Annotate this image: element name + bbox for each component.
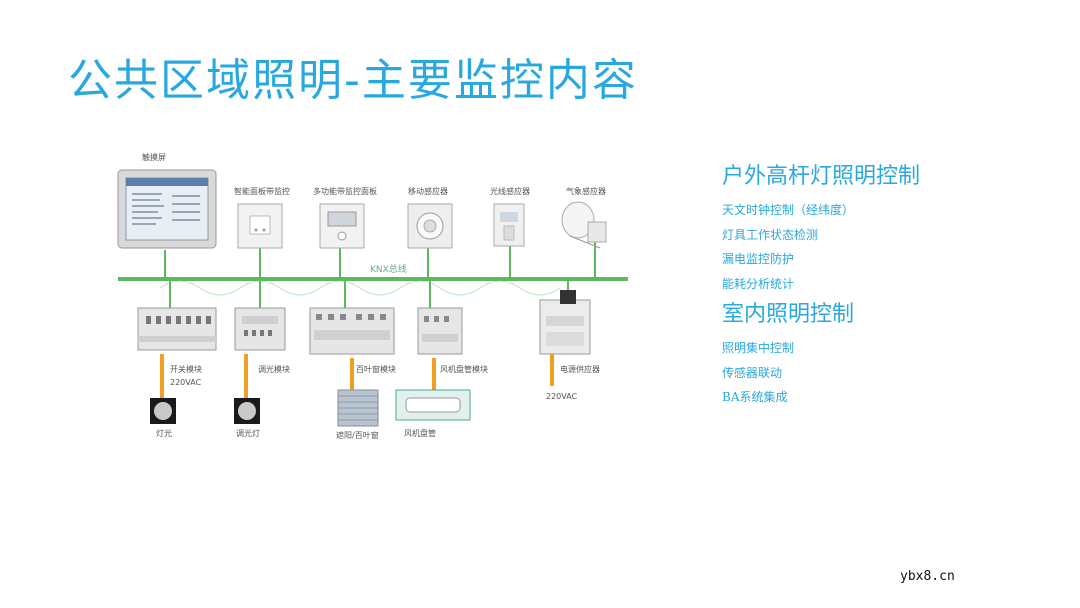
knx-bus-label: KNX总线: [370, 265, 407, 275]
multi-panel-device: [319, 203, 365, 249]
lamp-2: [234, 398, 260, 424]
page-title: 公共区域照明-主要监控内容: [68, 55, 638, 106]
diagram-graphics: [117, 169, 628, 427]
lamp-1: [150, 398, 176, 424]
weather-sensor-label: 气象感应器: [566, 187, 606, 196]
lamp-2-label: 调光灯: [236, 429, 260, 438]
power-cables: [160, 354, 554, 398]
fancoil-module-label: 风机盘管模块: [440, 365, 488, 374]
touchscreen-label: 触摸屏: [142, 153, 166, 162]
power-supply-device: [539, 290, 591, 355]
dimmer-module-label: 调光模块: [258, 365, 290, 374]
fancoil-load-label: 风机盘管: [404, 429, 436, 438]
touchscreen-device: [117, 169, 217, 249]
monitoring-content-list: 户外高杆灯照明控制 天文时钟控制（经纬度） 灯具工作状态检测 漏电监控防护 能耗…: [722, 162, 1052, 410]
power-supply-voltage-label: 220VAC: [546, 392, 578, 401]
switch-voltage-label: 220VAC: [170, 378, 202, 387]
light-sensor-label: 光线感应器: [490, 187, 530, 196]
power-supply-label: 电源供应器: [560, 365, 600, 374]
fancoil-module-device: [417, 307, 463, 355]
motion-sensor-device: [407, 203, 453, 249]
multi-panel-label: 多功能带监控面板: [313, 187, 377, 196]
section-outdoor-title: 户外高杆灯照明控制: [722, 164, 921, 189]
weather-sensor-device: [561, 201, 607, 249]
section-outdoor-item: 能耗分析统计: [722, 276, 795, 291]
fancoil-load: [395, 389, 471, 421]
section-indoor-item: 传感器联动: [722, 365, 783, 380]
switch-module-device: [137, 307, 217, 351]
section-indoor-title: 室内照明控制: [722, 302, 855, 327]
section-outdoor-item: 漏电监控防护: [722, 252, 795, 266]
section-indoor-item: BA系统集成: [722, 390, 788, 404]
motion-sensor-label: 移动感应器: [408, 187, 448, 196]
lamp-1-label: 灯光: [156, 429, 172, 438]
section-indoor: 室内照明控制 照明集中控制 传感器联动 BA系统集成: [722, 300, 1052, 410]
knx-system-diagram: 触摸屏 智能面板带监控 多功能带监控面板 移动感应器 光线感应器 气象感应器 K…: [100, 140, 640, 450]
smart-panel-label: 智能面板带监控: [234, 187, 290, 196]
section-outdoor-item: 灯具工作状态检测: [722, 227, 819, 242]
light-sensor-device: [493, 203, 525, 247]
blind-module-label: 百叶窗模块: [356, 365, 396, 374]
section-indoor-item: 照明集中控制: [722, 341, 795, 355]
section-outdoor: 户外高杆灯照明控制 天文时钟控制（经纬度） 灯具工作状态检测 漏电监控防护 能耗…: [722, 162, 1052, 296]
switch-module-label: 开关模块: [170, 365, 202, 374]
blind-load: [337, 389, 379, 427]
blind-load-label: 遮阳/百叶窗: [336, 431, 379, 440]
section-outdoor-item: 天文时钟控制（经纬度）: [722, 203, 855, 217]
smart-panel-device: [237, 203, 283, 249]
watermark-text: ybx8.cn: [900, 569, 955, 584]
blind-module-device: [309, 307, 395, 355]
dimmer-module-device: [234, 307, 286, 351]
